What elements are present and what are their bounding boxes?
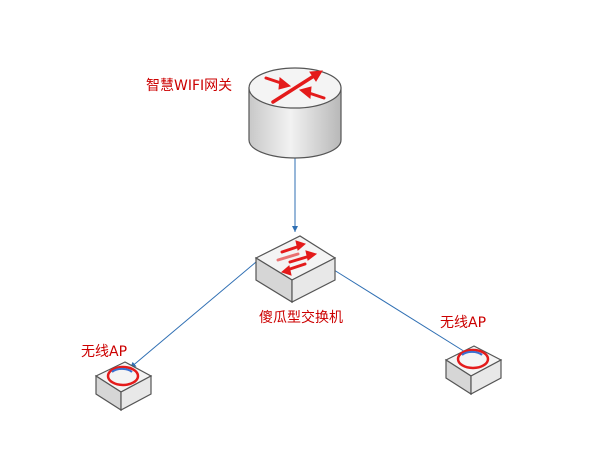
gateway-label: 智慧WIFI网关 — [146, 78, 233, 94]
ap-left-label: 无线AP — [81, 344, 128, 360]
switch-icon — [254, 235, 337, 304]
router-icon — [248, 67, 342, 159]
access-point-right-icon — [444, 345, 503, 396]
access-point-left-icon — [94, 361, 153, 412]
edge-switch-ap-left — [129, 261, 257, 369]
edge-switch-ap-right — [333, 269, 471, 356]
switch-label: 傻瓜型交换机 — [259, 310, 343, 326]
ap-right-label: 无线AP — [440, 315, 487, 331]
